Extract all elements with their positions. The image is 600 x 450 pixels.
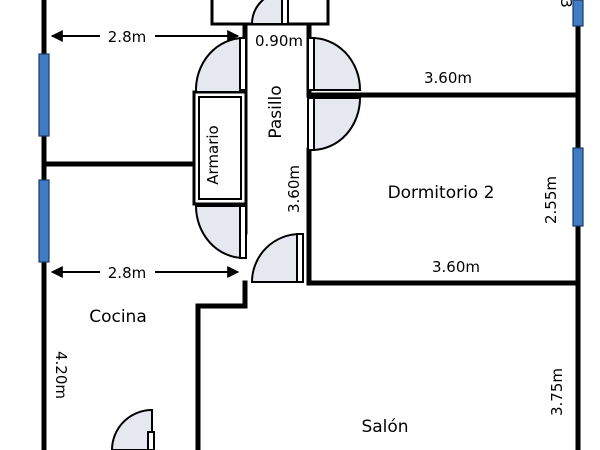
salon-door-panel: [296, 233, 304, 283]
walls: [41, 0, 581, 450]
labels: 2.8m 0.90m 3.60m 3.60m 2.8m Pasillo Arma…: [52, 0, 575, 437]
dim-label-top-right-partial: 3: [557, 0, 575, 8]
room-label-salon: Salón: [361, 417, 408, 437]
dormitorio-door-swing: [311, 97, 362, 152]
dormitorio-door-panel: [307, 97, 315, 151]
left-room-door-swing: [194, 36, 245, 93]
dim-label-dorm-top-width: 3.60m: [424, 69, 472, 87]
doors: [110, 0, 362, 450]
windows: [38, 0, 584, 263]
dim-label-dorm-height: 2.55m: [542, 176, 560, 224]
cocina-bottom-door-swing: [110, 408, 153, 450]
left-room-door-panel: [239, 37, 247, 91]
pasillo-right-top-door-panel: [307, 37, 315, 91]
dim-label-cocina-height: 4.20m: [52, 351, 70, 399]
dim-label-top-left-width: 2.8m: [108, 28, 146, 46]
armario-inner: [198, 96, 242, 200]
cocina-door-swing: [194, 205, 245, 260]
top-door-panel: [281, 0, 289, 25]
cocina-bottom-door-panel: [147, 431, 155, 450]
window-left-bottom: [38, 179, 50, 263]
dim-label-salon-height: 3.75m: [548, 368, 566, 416]
dimension-lines: [50, 30, 240, 278]
room-label-pasillo: Pasillo: [266, 85, 286, 138]
top-door-swing: [250, 0, 285, 25]
window-left-top: [38, 53, 50, 137]
cocina-salon-wall: [195, 280, 248, 450]
cocina-door-panel: [239, 205, 247, 259]
dim-label-dorm-bottom-width: 3.60m: [432, 258, 480, 276]
dim-label-pasillo-length: 3.60m: [285, 165, 303, 213]
pasillo-right-top-door-swing: [309, 36, 362, 91]
window-right-mid: [572, 147, 584, 227]
salon-door-swing: [250, 232, 301, 283]
room-label-dormitorio-2: Dormitorio 2: [388, 183, 495, 203]
room-label-cocina: Cocina: [89, 307, 147, 327]
window-right-top: [572, 0, 584, 27]
room-label-armario: Armario: [204, 125, 222, 184]
dim-label-door-width: 0.90m: [255, 32, 303, 50]
dim-label-mid-left-width: 2.8m: [108, 264, 146, 282]
